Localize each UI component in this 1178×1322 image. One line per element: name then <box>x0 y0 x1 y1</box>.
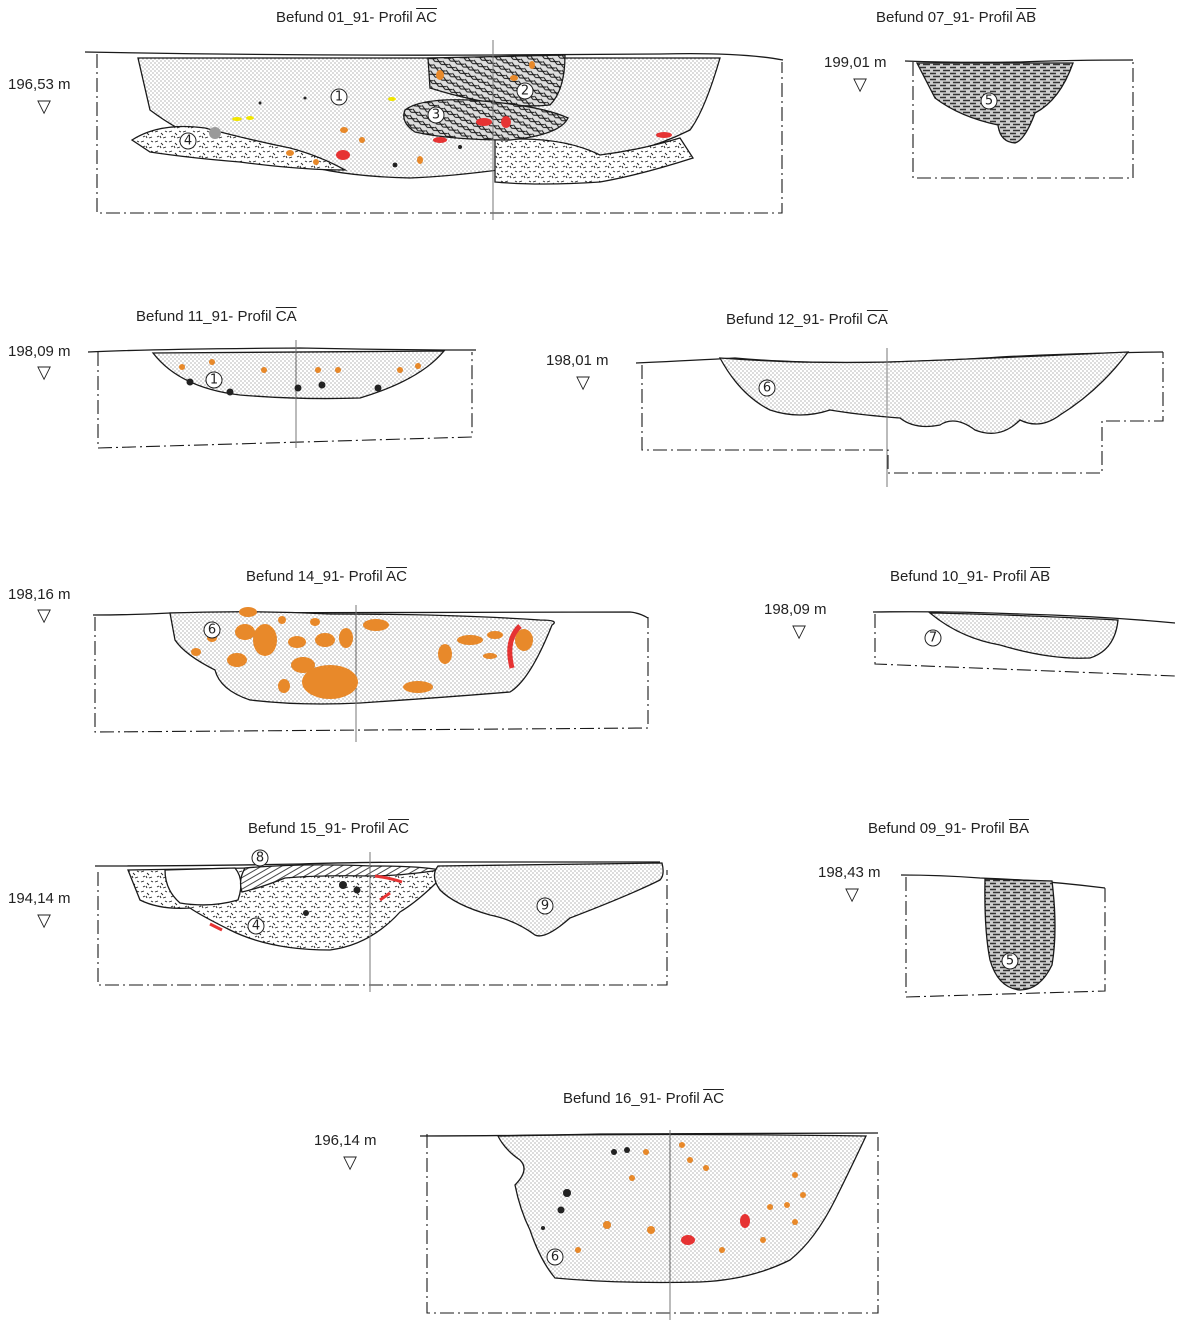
profile-15 <box>94 852 664 992</box>
layer-label: 7 <box>929 631 937 646</box>
layer-label: 5 <box>985 94 993 109</box>
profile-title: Befund 09_91- Profil BA <box>868 820 1029 837</box>
profile-title: Befund 12_91- Profil CA <box>726 311 888 328</box>
layer-label: 9 <box>541 899 549 914</box>
profile-11 <box>87 340 477 448</box>
elevation-label: 196,53 m <box>8 76 71 93</box>
elevation-label: 198,09 m <box>8 343 71 360</box>
layer-label: 4 <box>184 134 192 149</box>
datum-marker-icon: ▽ <box>37 910 51 931</box>
profile-14 <box>92 605 649 742</box>
datum-marker-icon: ▽ <box>37 96 51 117</box>
profile-01 <box>84 40 784 220</box>
profile-title: Befund 15_91- Profil AC <box>248 820 409 837</box>
datum-marker-icon: ▽ <box>845 884 859 905</box>
profile-title: Befund 14_91- Profil AC <box>246 568 407 585</box>
elevation-label: 194,14 m <box>8 890 71 907</box>
datum-marker-icon: ▽ <box>37 605 51 626</box>
layer-label: 2 <box>521 84 529 99</box>
profile-title: Befund 16_91- Profil AC <box>563 1090 724 1107</box>
datum-marker-icon: ▽ <box>853 74 867 95</box>
elevation-label: 198,01 m <box>546 352 609 369</box>
layer-label: 1 <box>210 373 218 388</box>
layer-label: 6 <box>551 1250 559 1265</box>
elevation-label: 199,01 m <box>824 54 887 71</box>
layer-label: 4 <box>252 919 260 934</box>
elevation-label: 198,09 m <box>764 601 827 618</box>
profile-title: Befund 01_91- Profil AC <box>276 9 437 26</box>
profile-title: Befund 10_91- Profil AB <box>890 568 1051 585</box>
profile-10 <box>872 611 1176 659</box>
profile-07 <box>904 59 1134 144</box>
layer-label: 8 <box>256 851 264 866</box>
datum-marker-icon: ▽ <box>37 362 51 383</box>
elevation-label: 196,14 m <box>314 1132 377 1149</box>
profile-16 <box>419 1130 879 1320</box>
layer-label: 6 <box>763 381 771 396</box>
elevation-label: 198,43 m <box>818 864 881 881</box>
datum-marker-icon: ▽ <box>792 621 806 642</box>
profile-09 <box>900 874 1106 991</box>
elevation-label: 198,16 m <box>8 586 71 603</box>
profile-title: Befund 11_91- Profil CA <box>136 308 297 325</box>
layer-label: 5 <box>1006 954 1014 969</box>
datum-marker-icon: ▽ <box>343 1152 357 1173</box>
layer-label: 6 <box>208 623 216 638</box>
layer-label: 1 <box>335 90 343 105</box>
profile-12 <box>635 348 1164 487</box>
layer-label: 3 <box>432 108 440 123</box>
datum-marker-icon: ▽ <box>576 372 590 393</box>
profile-title: Befund 07_91- Profil AB <box>876 9 1037 26</box>
